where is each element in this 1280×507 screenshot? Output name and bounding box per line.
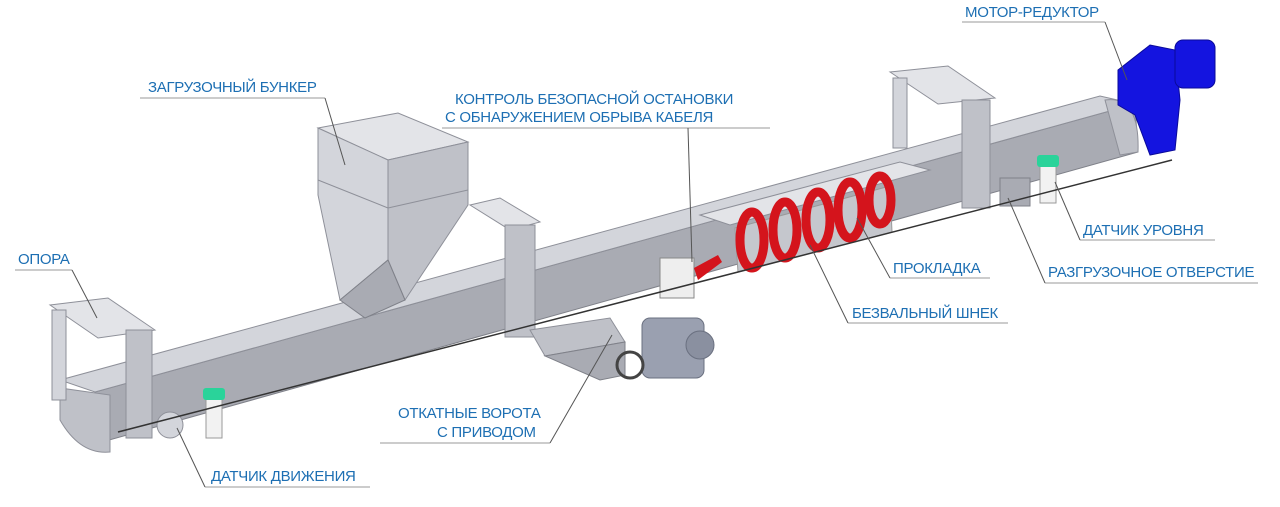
label-loading-hopper: ЗАГРУЗОЧНЫЙ БУНКЕР [140, 78, 346, 166]
label-safety-stop: КОНТРОЛЬ БЕЗОПАСНОЙ ОСТАНОВКИ С ОБНАРУЖЕ… [442, 90, 770, 263]
safety-cable [117, 159, 1173, 433]
label-sliding-gate: ОТКАТНЫЕ ВОРОТА С ПРИВОДОМ [380, 334, 613, 444]
svg-text:С ОБНАРУЖЕНИЕМ ОБРЫВА КАБЕЛЯ: С ОБНАРУЖЕНИЕМ ОБРЫВА КАБЕЛЯ [445, 109, 713, 126]
svg-text:БЕЗВАЛЬНЫЙ ШНЕК: БЕЗВАЛЬНЫЙ ШНЕК [852, 304, 999, 322]
svg-text:ПРОКЛАДКА: ПРОКЛАДКА [893, 260, 981, 277]
svg-text:ЗАГРУЗОЧНЫЙ БУНКЕР: ЗАГРУЗОЧНЫЙ БУНКЕР [148, 78, 317, 96]
label-motion-sensor: ДАТЧИК ДВИЖЕНИЯ [176, 427, 370, 488]
support-right [888, 65, 997, 209]
svg-text:ДАТЧИК УРОВНЯ: ДАТЧИК УРОВНЯ [1083, 222, 1203, 239]
label-liner: ПРОКЛАДКА [856, 217, 990, 279]
svg-text:РАЗГРУЗОЧНОЕ ОТВЕРСТИЕ: РАЗГРУЗОЧНОЕ ОТВЕРСТИЕ [1048, 264, 1254, 281]
label-support: ОПОРА [15, 251, 98, 319]
svg-text:ОТКАТНЫЕ ВОРОТА: ОТКАТНЫЕ ВОРОТА [398, 405, 541, 422]
label-level-sensor: ДАТЧИК УРОВНЯ [1054, 181, 1215, 241]
discharge-opening [999, 177, 1031, 207]
svg-text:ДАТЧИК ДВИЖЕНИЯ: ДАТЧИК ДВИЖЕНИЯ [211, 468, 356, 485]
level-sensor [1037, 155, 1059, 204]
label-motor-reducer: МОТОР-РЕДУКТОР [962, 4, 1128, 81]
motor-reducer [1117, 39, 1216, 156]
loading-hopper [316, 112, 470, 319]
support-left [48, 297, 157, 439]
label-shaftless-screw: БЕЗВАЛЬНЫЙ ШНЕК [809, 244, 1008, 324]
support-middle [468, 197, 542, 338]
svg-text:С ПРИВОДОМ: С ПРИВОДОМ [437, 424, 536, 441]
svg-text:КОНТРОЛЬ БЕЗОПАСНОЙ ОСТАНОВКИ: КОНТРОЛЬ БЕЗОПАСНОЙ ОСТАНОВКИ [455, 90, 733, 108]
gate-actuator [615, 317, 715, 380]
svg-text:МОТОР-РЕДУКТОР: МОТОР-РЕДУКТОР [965, 4, 1099, 21]
label-discharge-opening: РАЗГРУЗОЧНОЕ ОТВЕРСТИЕ [1007, 197, 1258, 284]
sliding-gate [529, 317, 626, 381]
svg-text:ОПОРА: ОПОРА [18, 251, 70, 268]
safety-switch [659, 255, 722, 299]
